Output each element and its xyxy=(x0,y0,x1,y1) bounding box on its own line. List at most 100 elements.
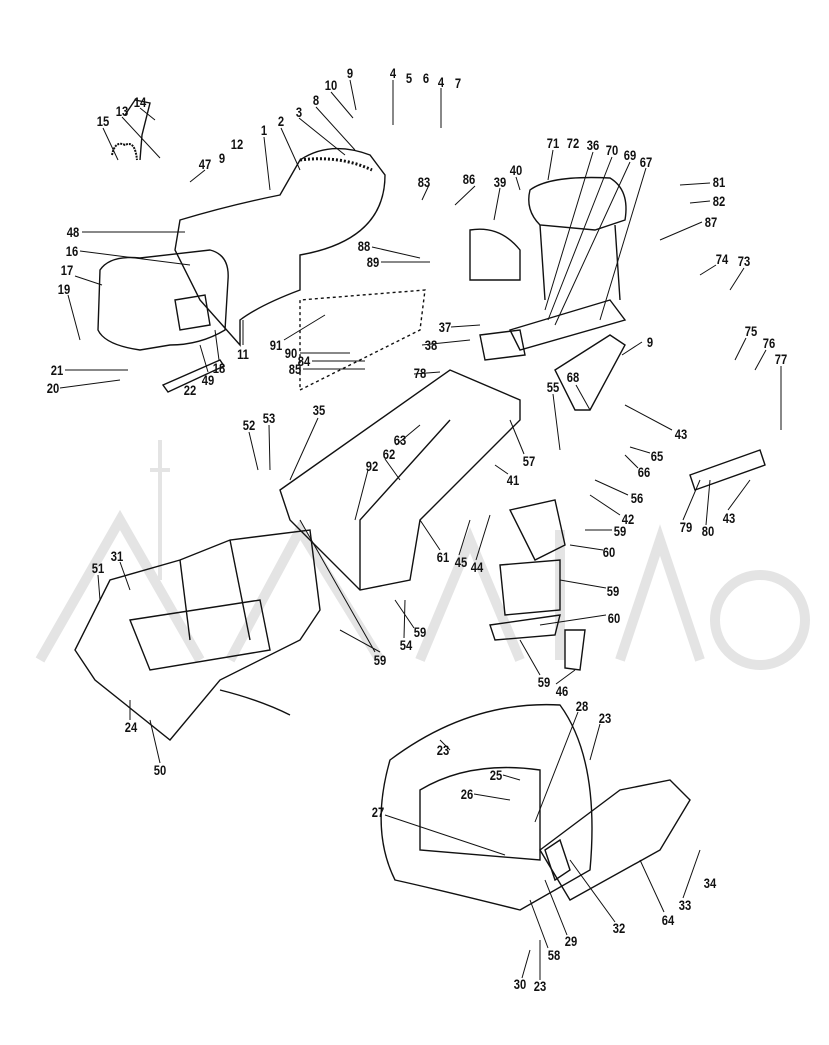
callout-label-75: 75 xyxy=(744,323,758,339)
callout-label-59: 59 xyxy=(613,523,627,539)
callout-label-87: 87 xyxy=(704,214,718,230)
callout-label-57: 57 xyxy=(522,453,536,469)
callout-label-21: 21 xyxy=(50,362,64,378)
callout-label-51: 51 xyxy=(91,560,105,576)
callout-label-45: 45 xyxy=(454,554,468,570)
chassis xyxy=(74,529,321,741)
callout-label-44: 44 xyxy=(470,559,484,575)
callout-label-46: 46 xyxy=(555,683,569,699)
callout-label-18: 18 xyxy=(212,360,226,376)
callout-label-6: 6 xyxy=(422,70,430,86)
callout-label-35: 35 xyxy=(312,402,326,418)
callout-label-77: 77 xyxy=(774,351,788,367)
callout-label-68: 68 xyxy=(566,369,580,385)
callout-label-85: 85 xyxy=(288,361,302,377)
callout-label-65: 65 xyxy=(650,448,664,464)
callout-label-33: 33 xyxy=(678,897,692,913)
callout-label-47: 47 xyxy=(198,156,212,172)
callout-label-23: 23 xyxy=(436,742,450,758)
callout-label-29: 29 xyxy=(564,933,578,949)
callout-label-5: 5 xyxy=(405,70,413,86)
callout-label-56: 56 xyxy=(630,490,644,506)
callout-label-43: 43 xyxy=(674,426,688,442)
callout-label-15: 15 xyxy=(96,113,110,129)
callout-label-49: 49 xyxy=(201,372,215,388)
callout-label-61: 61 xyxy=(436,549,450,565)
callout-label-66: 66 xyxy=(637,464,651,480)
callout-label-1: 1 xyxy=(260,122,268,138)
callout-label-76: 76 xyxy=(762,335,776,351)
callout-label-73: 73 xyxy=(737,253,751,269)
callout-label-53: 53 xyxy=(262,410,276,426)
callout-label-4: 4 xyxy=(437,74,445,90)
callout-label-71: 71 xyxy=(546,135,560,151)
callout-label-38: 38 xyxy=(424,337,438,353)
callout-label-90: 90 xyxy=(284,345,298,361)
callout-label-17: 17 xyxy=(60,262,74,278)
callout-label-54: 54 xyxy=(399,637,413,653)
callout-label-63: 63 xyxy=(393,432,407,448)
callout-label-36: 36 xyxy=(586,137,600,153)
callout-label-80: 80 xyxy=(701,523,715,539)
callout-label-55: 55 xyxy=(546,379,560,395)
callout-label-8: 8 xyxy=(312,92,320,108)
callout-label-59: 59 xyxy=(413,624,427,640)
callout-label-7: 7 xyxy=(454,75,462,91)
callout-label-78: 78 xyxy=(413,365,427,381)
callout-label-60: 60 xyxy=(607,610,621,626)
callout-label-69: 69 xyxy=(623,147,637,163)
callout-label-16: 16 xyxy=(65,243,79,259)
callout-label-9: 9 xyxy=(346,65,354,81)
callout-label-60: 60 xyxy=(602,544,616,560)
callout-label-39: 39 xyxy=(493,174,507,190)
callout-label-62: 62 xyxy=(382,446,396,462)
callout-label-23: 23 xyxy=(598,710,612,726)
callout-label-74: 74 xyxy=(715,251,729,267)
callout-label-41: 41 xyxy=(506,472,520,488)
callout-label-42: 42 xyxy=(621,511,635,527)
callout-label-59: 59 xyxy=(373,652,387,668)
callout-label-19: 19 xyxy=(57,281,71,297)
seat xyxy=(174,147,386,347)
callout-label-14: 14 xyxy=(133,94,147,110)
callout-label-23: 23 xyxy=(533,978,547,994)
callout-label-25: 25 xyxy=(489,767,503,783)
callout-label-88: 88 xyxy=(357,238,371,254)
callout-label-59: 59 xyxy=(537,674,551,690)
callout-label-2: 2 xyxy=(277,113,285,129)
callout-label-26: 26 xyxy=(460,786,474,802)
leader-lines xyxy=(59,79,782,980)
callout-label-82: 82 xyxy=(712,193,726,209)
callout-label-9: 9 xyxy=(646,334,654,350)
callout-label-91: 91 xyxy=(269,337,283,353)
callout-label-92: 92 xyxy=(365,458,379,474)
callout-label-32: 32 xyxy=(612,920,626,936)
callout-label-52: 52 xyxy=(242,417,256,433)
callout-label-4: 4 xyxy=(389,65,397,81)
callout-label-30: 30 xyxy=(513,976,527,992)
callout-label-31: 31 xyxy=(110,548,124,564)
callout-label-58: 58 xyxy=(547,947,561,963)
callout-label-27: 27 xyxy=(371,804,385,820)
callout-label-50: 50 xyxy=(153,762,167,778)
callout-label-22: 22 xyxy=(183,382,197,398)
callout-label-24: 24 xyxy=(124,719,138,735)
callout-label-59: 59 xyxy=(606,583,620,599)
callout-label-28: 28 xyxy=(575,698,589,714)
callout-label-79: 79 xyxy=(679,519,693,535)
callout-label-89: 89 xyxy=(366,254,380,270)
callout-label-34: 34 xyxy=(703,875,717,891)
callout-label-40: 40 xyxy=(509,162,523,178)
callout-label-13: 13 xyxy=(115,103,129,119)
callout-label-48: 48 xyxy=(66,224,80,240)
fuel-tank xyxy=(97,99,229,393)
callout-label-67: 67 xyxy=(639,154,653,170)
callout-label-64: 64 xyxy=(661,912,675,928)
callout-label-43: 43 xyxy=(722,510,736,526)
backrest-assembly xyxy=(469,176,627,411)
callout-label-70: 70 xyxy=(605,142,619,158)
callout-label-83: 83 xyxy=(417,174,431,190)
callout-label-86: 86 xyxy=(462,171,476,187)
